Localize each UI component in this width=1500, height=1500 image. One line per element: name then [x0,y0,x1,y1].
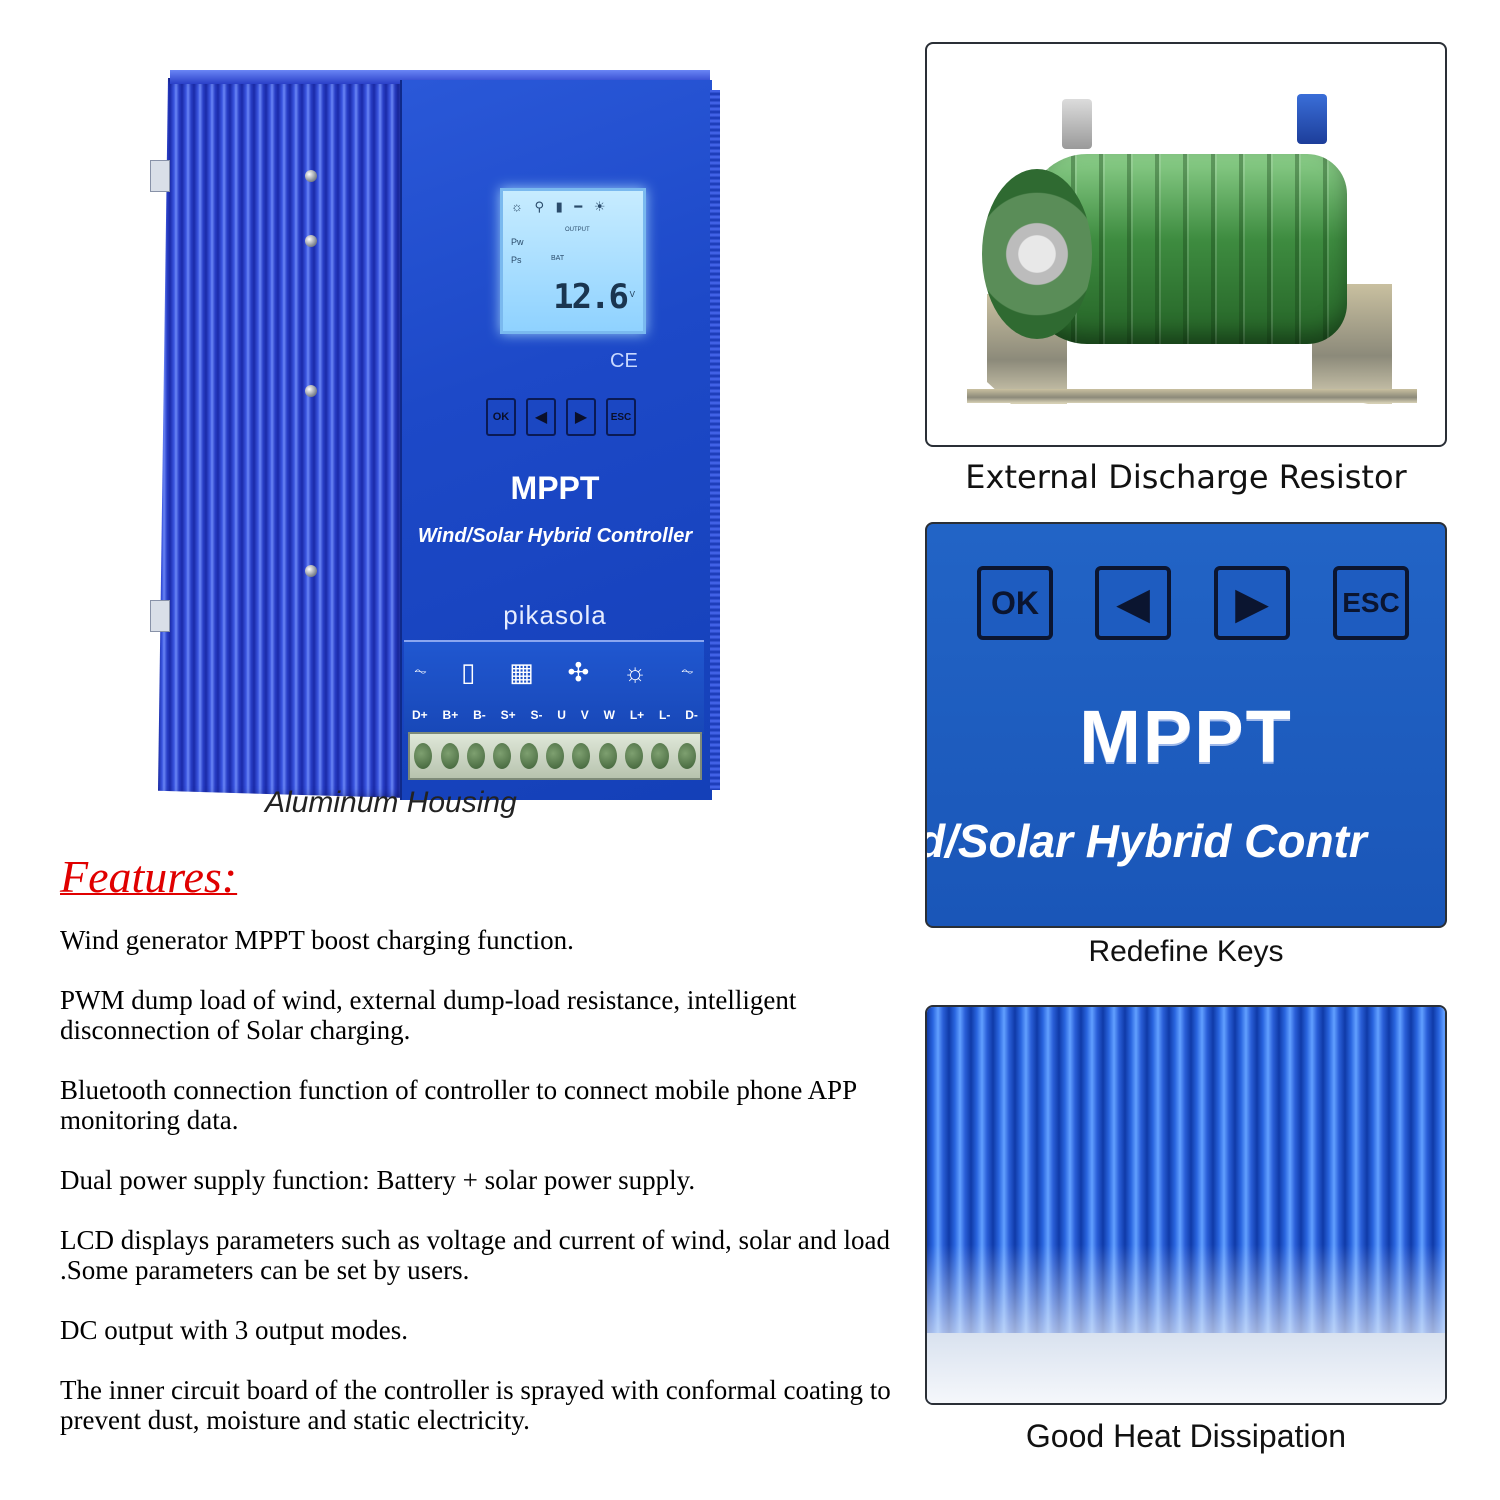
terminal-label: B- [473,708,486,722]
screw-icon [305,565,317,577]
lcd-label-bat: BAT [551,255,565,262]
ok-key: OK [977,566,1053,640]
terminal-label: U [557,708,566,722]
heatsink-base [927,1333,1445,1403]
heatsink-caption: Good Heat Dissipation [1025,1418,1347,1454]
lcd-label-pw: Pw [511,237,524,247]
ok-key: OK [486,398,516,436]
terminal-label: S+ [500,708,516,722]
lcd-voltage-unit: V [629,290,635,299]
resistor-icon: ⏦ [414,663,428,680]
terminal-label: S- [530,708,543,722]
terminal-label: D+ [412,708,428,722]
resistor-terminal-left [1062,99,1092,149]
terminal-labels: D+ B+ B- S+ S- U V W L+ L- D- [412,708,698,722]
screw-icon [305,170,317,182]
terminal-label: V [580,708,589,722]
heatsink-photo-panel [925,1005,1447,1405]
screw-icon [305,235,317,247]
left-key: ◀ [526,398,556,436]
housing-caption: Aluminum Housing [265,786,517,819]
screw-icon [305,385,317,397]
terminal-band: ⏦ ▯ ▦ ✣ ☼ ⏦ D+ B+ B- S+ S- U V W L+ L- D… [404,640,704,734]
lcd-label-ps: Ps [511,255,522,265]
resistor-mount-base [967,389,1417,403]
feature-item: Bluetooth connection function of control… [60,1075,857,1135]
wind-turbine-icon: ✣ [567,656,590,687]
feature-item: The inner circuit board of the controlle… [60,1375,891,1435]
controller-title: MPPT [510,470,600,506]
zoom-subtitle: d/Solar Hybrid Contr [925,815,1367,867]
feature-item: Wind generator MPPT boost charging funct… [60,925,574,955]
feature-item: LCD displays parameters such as voltage … [60,1225,891,1285]
terminal-label: W [603,708,615,722]
controller-image: ☼ ⚲ ▮ ━ ☀ Pw Ps OUTPUT BAT 12.6 V CE OK … [150,60,720,800]
esc-key: ESC [1333,566,1409,640]
zoom-mppt-title: MPPT [1079,695,1293,778]
terminal-block [408,732,702,780]
resistor-terminal-right [1297,94,1327,144]
housing-side-fins [158,78,408,798]
right-key: ▶ [1214,566,1290,640]
brand-logo: pikasola [503,600,607,630]
right-key: ▶ [566,398,596,436]
resistor-icon: ⏦ [680,663,694,680]
feature-item: PWM dump load of wind, external dump-loa… [60,985,797,1045]
mounting-tab [150,160,170,192]
ce-mark: CE [610,350,638,372]
mounting-tab [150,600,170,632]
keys-caption: Redefine Keys [1088,935,1284,968]
terminal-label: L+ [629,708,645,722]
solar-panel-icon: ▦ [509,656,534,687]
resistor-caption: External Discharge Resistor [965,458,1407,496]
terminal-label: L- [659,708,671,722]
lcd-voltage-value: 12.6 [553,277,629,317]
feature-item: Dual power supply function: Battery + so… [60,1165,696,1195]
resistor-endcap [982,169,1092,339]
lcd-status-icons: ☼ ⚲ ▮ ━ ☀ [511,199,610,214]
lamp-icon: ☼ [623,656,648,687]
terminal-label: D- [685,708,698,722]
controller-key-row: OK ◀ ▶ ESC [486,398,786,438]
left-key: ◀ [1095,566,1171,640]
resistor-photo-panel [925,42,1447,447]
housing-right-edge [710,90,720,790]
features-title: Features: [60,851,238,902]
keys-zoom-panel: OK ◀ ▶ ESC MPPT d/Solar Hybrid Contr [925,522,1447,928]
lcd-label-output: OUTPUT [565,227,590,233]
controller-subtitle: Wind/Solar Hybrid Controller [417,525,693,547]
esc-key: ESC [606,398,636,436]
battery-icon: ▯ [460,656,476,687]
features-list: Wind generator MPPT boost charging funct… [60,925,900,1465]
terminal-label: B+ [442,708,459,722]
lcd-display: ☼ ⚲ ▮ ━ ☀ Pw Ps OUTPUT BAT 12.6 V [500,188,646,334]
feature-item: DC output with 3 output modes. [60,1315,409,1345]
